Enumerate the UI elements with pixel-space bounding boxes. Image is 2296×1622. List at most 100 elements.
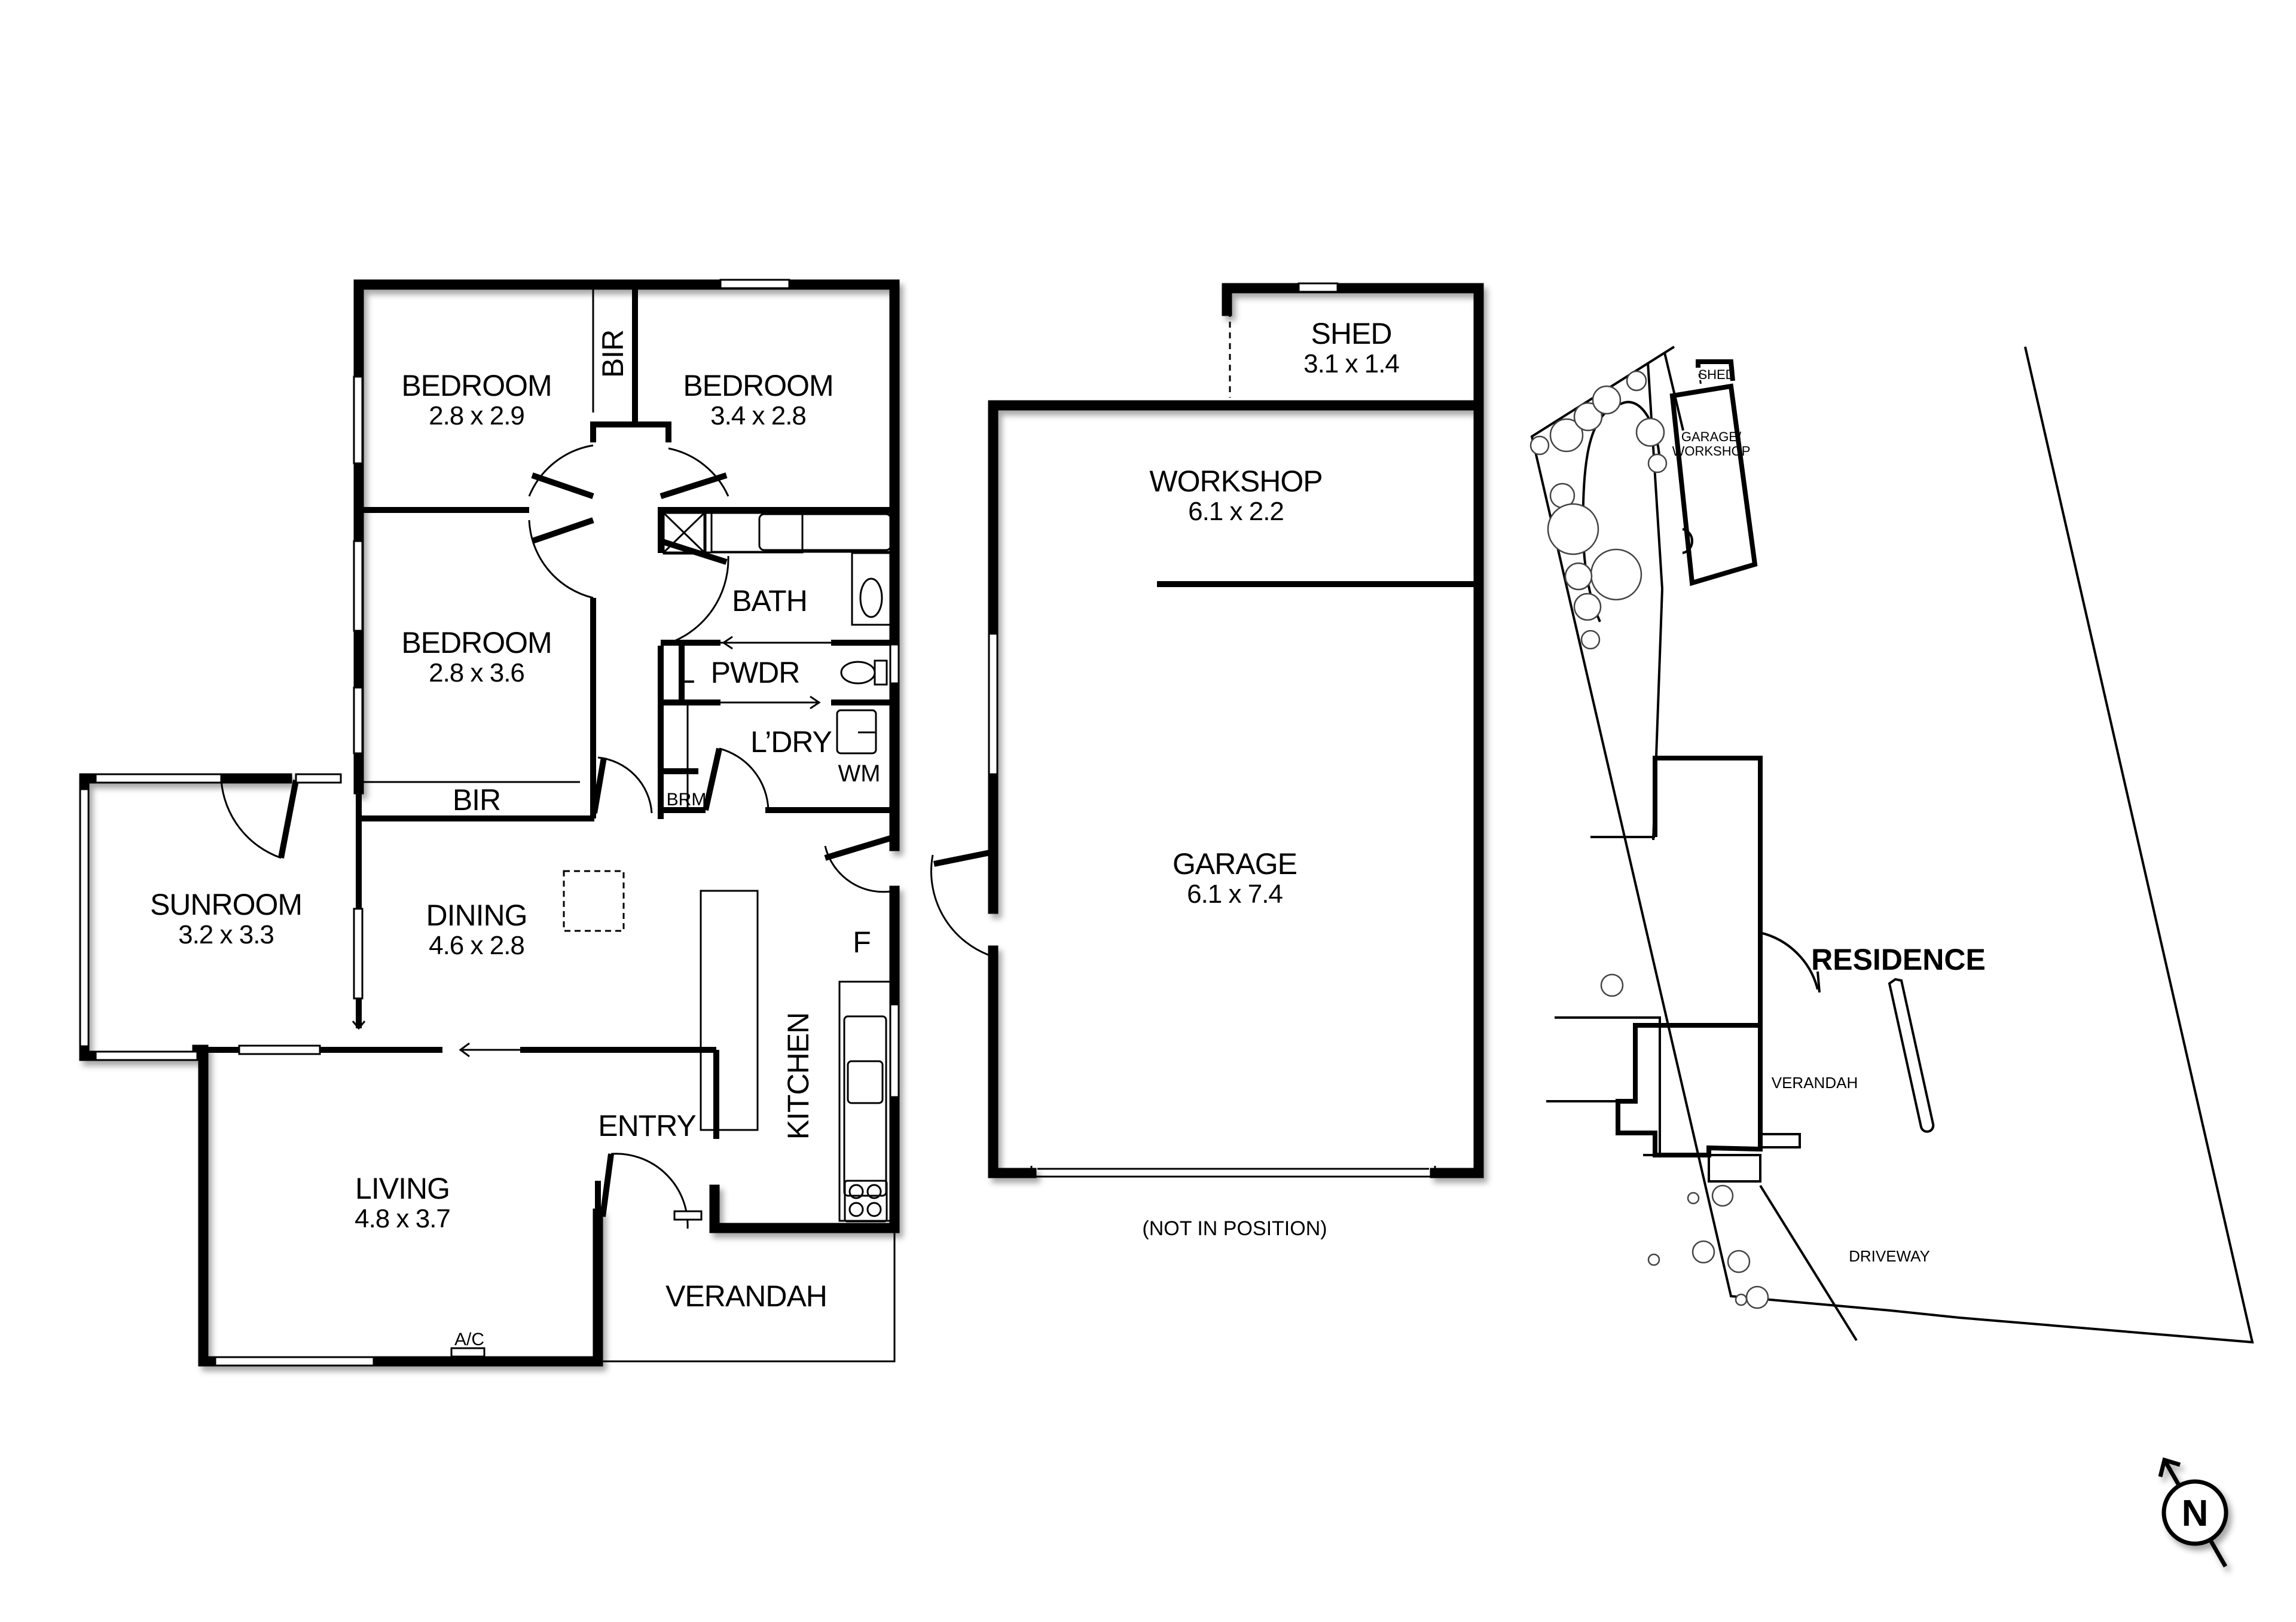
- sink-bowl: [847, 1060, 884, 1104]
- window-bedroom2: [719, 279, 790, 289]
- dims-living: 4.8 x 3.7: [355, 1204, 450, 1233]
- window-sunroom-south: [94, 1050, 199, 1061]
- tree-icon: [1573, 402, 1603, 432]
- main-house-interior: [79, 279, 900, 1367]
- window-sunroom-north-b: [295, 773, 342, 784]
- window-sunroom-west: [79, 788, 90, 1047]
- tree-icon: [1549, 418, 1584, 453]
- door-leaf-bedroom2[interactable]: [660, 472, 728, 499]
- label-ac: A/C: [454, 1330, 484, 1349]
- site-label-residence: RESIDENCE: [1811, 943, 1986, 976]
- label-pwdr: PWDR: [711, 656, 800, 689]
- window-bedroom3-a: [353, 540, 364, 632]
- label-bir-top: BIR: [596, 330, 630, 378]
- tree-icon: [1529, 435, 1550, 456]
- dims-shed: 3.1 x 1.4: [1303, 349, 1399, 378]
- tree-icon: [1727, 1250, 1751, 1273]
- shrub-icon: [1647, 1253, 1660, 1266]
- tree-icon: [1635, 417, 1665, 447]
- site-gate-arc[interactable]: [1760, 931, 1819, 990]
- path-line-3: [1663, 352, 1684, 431]
- label-bath: BATH: [732, 584, 807, 618]
- dims-dining: 4.6 x 2.8: [429, 931, 524, 960]
- arrow-right-icon: [810, 695, 821, 710]
- label-garage: GARAGE: [1173, 847, 1297, 881]
- compass-north-label: N: [2182, 1493, 2209, 1534]
- ac-unit: [450, 1347, 486, 1358]
- skylight: [563, 870, 625, 932]
- label-bedroom2: BEDROOM: [683, 369, 833, 402]
- site-gate-north[interactable]: [1682, 528, 1694, 554]
- door-leaf-bedroom3[interactable]: [531, 517, 594, 544]
- garage-roller-door[interactable]: [1030, 1166, 1436, 1178]
- label-laundry: L’DRY: [750, 725, 832, 759]
- door-swing-laundry[interactable]: [719, 747, 770, 811]
- tree-icon: [1592, 385, 1622, 415]
- door-leaf-garage[interactable]: [933, 849, 994, 867]
- door-swing-hall[interactable]: [597, 756, 653, 814]
- label-entry: ENTRY: [598, 1109, 696, 1143]
- site-shed-open-side: [1698, 373, 1702, 387]
- kitchen-sink: [843, 1015, 887, 1197]
- arrow-left-icon: [722, 636, 733, 650]
- bathtub: [758, 513, 892, 551]
- door-swing-garage[interactable]: [930, 854, 994, 958]
- door-leaf-kitchen-side[interactable]: [824, 834, 896, 861]
- toilet-cistern: [874, 659, 888, 686]
- garage-west-wall-lower: [988, 945, 1037, 1178]
- tree-icon: [1745, 1285, 1769, 1309]
- door-swing-bedroom2[interactable]: [668, 447, 729, 497]
- door-leaf-sunroom[interactable]: [278, 780, 299, 859]
- sunroom-sliding-door[interactable]: [353, 908, 364, 1000]
- shrub-icon: [1687, 1192, 1700, 1205]
- label-brm: BRM: [667, 790, 707, 810]
- compass-circle: [2161, 1479, 2228, 1546]
- house-labels: BEDROOM 2.8 x 2.9 BEDROOM 3.4 x 2.8 BEDR…: [150, 330, 881, 1349]
- label-wm: WM: [838, 760, 880, 787]
- door-swing-sunroom[interactable]: [220, 780, 282, 859]
- dims-bedroom2: 3.4 x 2.8: [710, 401, 806, 430]
- door-swing-bath[interactable]: [660, 555, 729, 647]
- window-sunroom-north: [94, 773, 222, 784]
- site-gate-post: [1816, 971, 1821, 993]
- window-living-south: [214, 1356, 375, 1367]
- window-pwdr: [889, 643, 900, 685]
- north-compass: N: [2158, 1457, 2228, 1568]
- dims-workshop: 6.1 x 2.2: [1188, 497, 1284, 526]
- label-living: LIVING: [355, 1172, 450, 1205]
- compass-arrow-icon: [2158, 1457, 2181, 1477]
- site-garage-workshop: [1669, 383, 1758, 587]
- label-bir-lower: BIR: [453, 783, 500, 817]
- door-swing-bedroom3[interactable]: [528, 520, 594, 599]
- door-leaf-entry[interactable]: [600, 1153, 614, 1217]
- door-swing-bedroom1[interactable]: [528, 444, 594, 497]
- tree-icon: [1626, 370, 1647, 392]
- site-label-shed: SHED: [1698, 367, 1735, 382]
- tree-icon: [1692, 1240, 1715, 1264]
- door-leaf-hall[interactable]: [591, 757, 607, 814]
- hall-top-wall: [590, 421, 671, 442]
- label-bedroom1: BEDROOM: [401, 369, 551, 402]
- shower-tray: [662, 512, 706, 554]
- label-bedroom3: BEDROOM: [401, 626, 551, 659]
- tree-icon: [1573, 592, 1602, 621]
- label-sunroom: SUNROOM: [150, 888, 302, 921]
- verandah-outline: [598, 1228, 896, 1363]
- outbuilding-east-wall: [1222, 283, 1484, 1178]
- site-driveway-edge: [1759, 1184, 1858, 1342]
- site-label-driveway: DRIVEWAY: [1849, 1247, 1930, 1265]
- path-line-1: [1647, 362, 1663, 589]
- door-leaf-bedroom1[interactable]: [531, 472, 594, 499]
- window-garage: [988, 633, 999, 775]
- shrub-icon: [1735, 1293, 1748, 1306]
- window-bedroom3-b: [353, 686, 364, 755]
- label-shed: SHED: [1311, 317, 1392, 350]
- window-kitchen: [889, 1003, 900, 1098]
- door-leaf-laundry[interactable]: [703, 747, 722, 811]
- dims-bedroom3: 2.8 x 3.6: [429, 658, 524, 688]
- site-garden-bed: [1759, 1133, 1801, 1148]
- tree-icon: [1580, 630, 1601, 650]
- shower-x2: [662, 512, 706, 554]
- label-workshop: WORKSHOP: [1149, 465, 1322, 498]
- label-dining: DINING: [426, 899, 527, 932]
